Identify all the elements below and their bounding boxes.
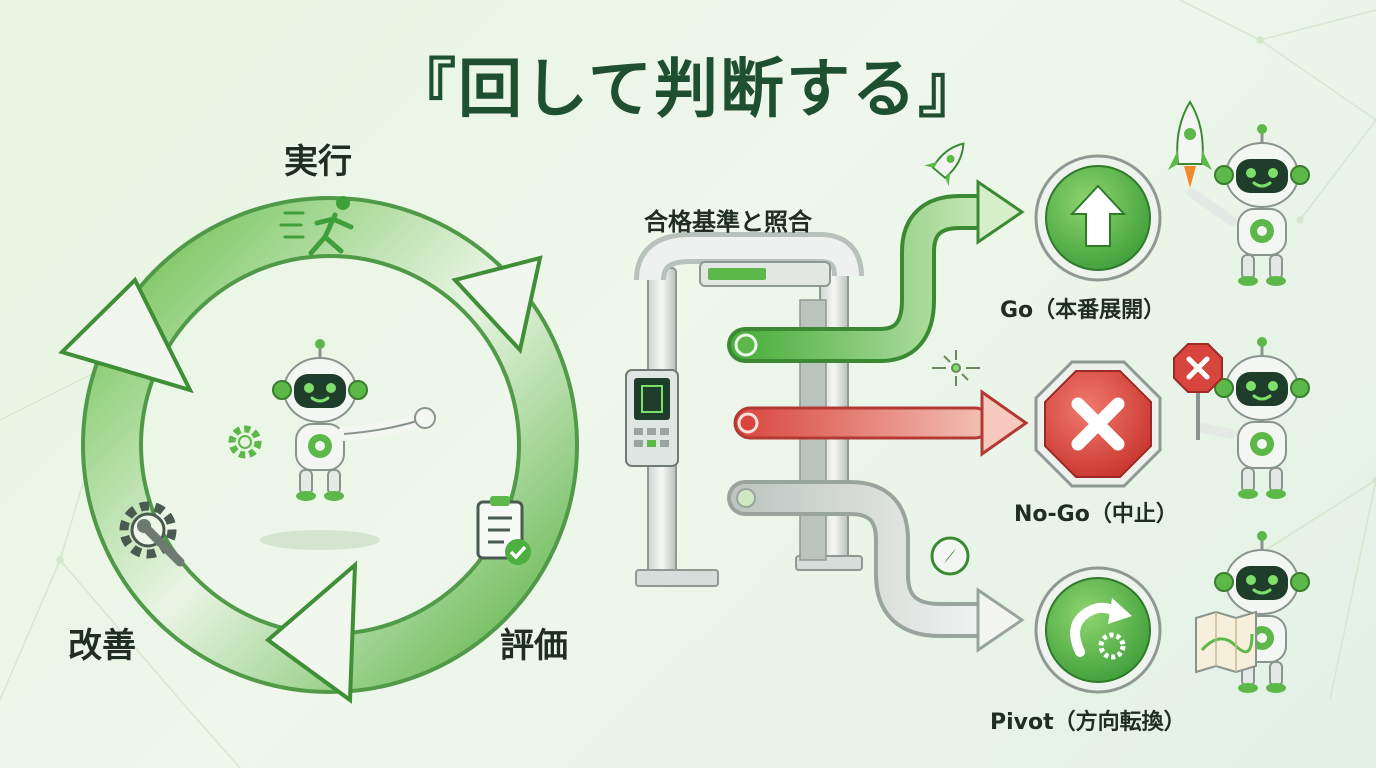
sparkle-icon bbox=[932, 350, 980, 386]
pivot-badge bbox=[1034, 566, 1162, 694]
compass-icon bbox=[930, 536, 970, 576]
cycle-step-evaluate-label: 評価 bbox=[500, 626, 568, 666]
go-robot bbox=[1187, 122, 1311, 288]
go-badge bbox=[1034, 154, 1162, 282]
nogo-path-arrow bbox=[733, 389, 1029, 457]
pivot-path-arrow bbox=[727, 480, 1025, 653]
page-title: 『回して判断する』 bbox=[391, 53, 985, 127]
outcome-go-label: Go（本番展開） bbox=[1000, 298, 1166, 323]
outcome-pivot-label: Pivot（方向転換） bbox=[990, 710, 1186, 735]
stop-sign-icon bbox=[1173, 343, 1223, 440]
center-robot bbox=[260, 337, 436, 550]
redirect-arrow-icon bbox=[1070, 598, 1132, 660]
small-rocket-icon bbox=[924, 142, 965, 187]
gate-criteria-label: 合格基準と照合 bbox=[644, 208, 812, 236]
cycle-step-improve-label: 改善 bbox=[68, 626, 136, 666]
up-arrow-icon bbox=[1069, 184, 1127, 247]
small-gear-icon bbox=[228, 425, 262, 459]
gear-wrench-icon bbox=[119, 501, 185, 567]
running-person-icon bbox=[279, 196, 354, 256]
nogo-robot bbox=[1197, 335, 1311, 501]
clipboard-check-icon bbox=[476, 496, 531, 565]
cycle-arrow-bottom bbox=[264, 560, 358, 704]
go-path-arrow bbox=[727, 179, 1025, 363]
rocket-icon bbox=[1168, 100, 1212, 188]
outcome-nogo-label: No-Go（中止） bbox=[1014, 502, 1178, 527]
nogo-badge bbox=[1034, 360, 1162, 488]
x-icon bbox=[1071, 397, 1125, 451]
cycle-arrow-left bbox=[58, 276, 194, 394]
cycle-step-execute-label: 実行 bbox=[284, 142, 352, 182]
cycle-arrow-top-right bbox=[451, 255, 543, 355]
scanner-terminal bbox=[625, 369, 679, 467]
map-icon bbox=[1195, 610, 1257, 674]
